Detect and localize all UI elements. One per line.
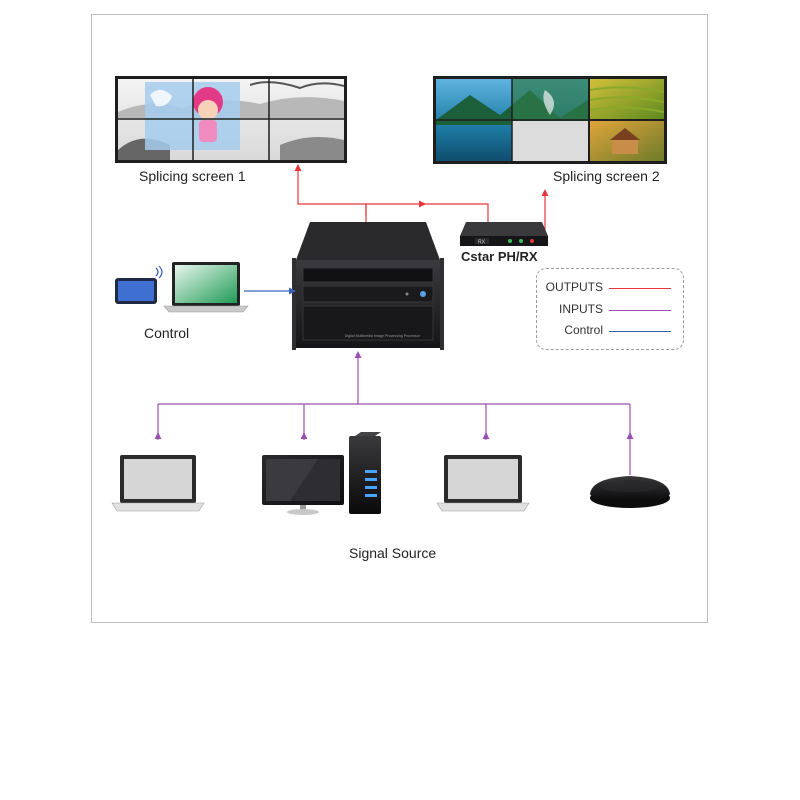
legend-item-inputs: INPUTS (537, 302, 685, 318)
legend-item-control: Control (537, 323, 685, 339)
legend-item-outputs: OUTPUTS (537, 280, 685, 296)
receiver-label: Cstar PH/RX (461, 249, 538, 264)
arrow-to-receiver (419, 200, 426, 208)
control-laptop-icon (163, 262, 249, 313)
arrow-to-screen-2 (541, 189, 549, 196)
legend-swatch-outputs (609, 288, 671, 289)
receiver-device (460, 222, 548, 246)
receiver-badge: RX (478, 240, 486, 246)
video-processor (292, 222, 444, 350)
source-laptop-2-icon (436, 455, 530, 512)
output-arrows (294, 164, 549, 208)
legend-label-inputs: INPUTS (558, 302, 603, 316)
processor-caption: Digital Multimedia Image Processing Proc… (345, 334, 421, 338)
legend-swatch-control (609, 331, 671, 332)
signal-source-label: Signal Source (349, 545, 437, 561)
input-arrows (154, 351, 634, 439)
source-laptop-1-icon (111, 455, 205, 512)
control-line (244, 287, 296, 295)
desktop-pc-icon (262, 432, 381, 515)
legend-swatch-inputs (609, 310, 671, 311)
video-wall-1 (115, 76, 347, 163)
legend-label-control: Control (564, 323, 603, 337)
splicing-screen-2-label: Splicing screen 2 (553, 168, 660, 184)
input-lines (157, 356, 631, 475)
legend-label-outputs: OUTPUTS (545, 280, 603, 294)
control-label: Control (144, 325, 190, 341)
media-player-icon (590, 476, 670, 508)
splicing-screen-1-label: Splicing screen 1 (139, 168, 246, 184)
arrow-to-screen-1 (294, 164, 302, 171)
tablet-icon (115, 265, 163, 304)
legend: OUTPUTS INPUTS Control (536, 268, 684, 350)
video-wall-2 (433, 76, 667, 164)
